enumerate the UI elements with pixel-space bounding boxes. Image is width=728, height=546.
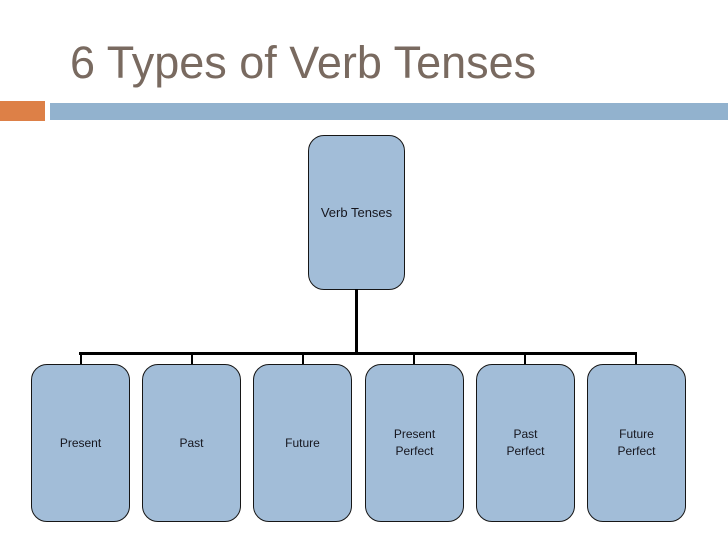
node-label: Future [619,427,654,441]
node-label-line2: Perfect [617,444,656,458]
slide-title: 6 Types of Verb Tenses [70,37,537,88]
node-label: Future [285,435,320,450]
connector-stub-past [191,353,193,364]
node-future: Future [253,364,352,522]
connector-stub-past-perfect [524,353,526,364]
node-future-perfect: Future Perfect [587,364,686,522]
node-label-line2: Perfect [395,444,434,458]
connector-stub-future [302,353,304,364]
node-label: Present [59,435,102,450]
node-verb-tenses: Verb Tenses [308,135,405,290]
node-label: Verb Tenses [320,205,393,220]
node-present: Present [31,364,130,522]
node-label: Present [393,427,436,441]
node-label-line2: Perfect [506,444,545,458]
connector-stub-future-perfect [635,353,637,364]
node-label: Past [513,427,538,441]
node-present-perfect: Present Perfect [365,364,464,522]
connector-trunk [355,289,358,354]
connector-stub-present [80,353,82,364]
node-label: Past [179,435,204,450]
accent-bar-orange-segment [0,101,45,121]
connector-horizontal-line [79,352,637,355]
node-past: Past [142,364,241,522]
node-past-perfect: Past Perfect [476,364,575,522]
accent-bar-blue-segment [50,103,728,120]
connector-stub-present-perfect [413,353,415,364]
